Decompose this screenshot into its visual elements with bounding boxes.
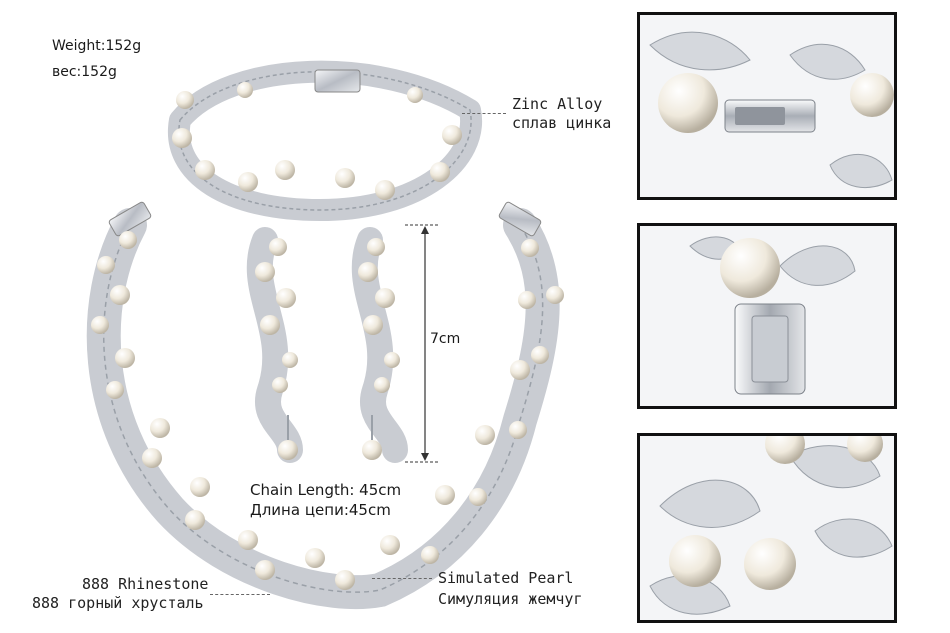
necklace-image <box>86 201 564 610</box>
weight-label-ru: вес:152g <box>52 64 117 80</box>
earring-length-label: 7cm <box>430 331 461 347</box>
earrings-image <box>246 227 408 463</box>
rhinestone-leader-line <box>210 594 270 595</box>
zinc-label-en: Zinc Alloy <box>512 95 603 113</box>
pearl-label-ru: Симуляция жемчуг <box>438 590 583 608</box>
chain-length-label-ru: Длина цепи:45cm <box>250 501 391 519</box>
weight-label-en: Weight:152g <box>52 38 142 54</box>
rhinestone-label-ru: 888 горный хрусталь <box>32 594 204 612</box>
chain-length-label-en: Chain Length: 45cm <box>250 481 402 499</box>
detail-photo-pearls <box>637 433 897 623</box>
bracelet-image <box>167 60 483 221</box>
pearl-label-en: Simulated Pearl <box>438 569 574 587</box>
clasp-closeup-image <box>649 31 894 189</box>
clasp-side-closeup-image <box>689 236 856 395</box>
pearl-leader-line <box>372 578 432 579</box>
jewelry-set-image <box>86 60 564 610</box>
rhinestone-label-en: 888 Rhinestone <box>82 575 209 593</box>
earring-length-measure <box>405 224 440 463</box>
zinc-label-ru: сплав цинка <box>512 114 612 132</box>
detail-photo-clasp <box>637 12 897 200</box>
detail-photo-clasp-side <box>637 223 897 409</box>
zinc-leader-line <box>462 113 506 114</box>
pearls-closeup-image <box>649 436 893 615</box>
